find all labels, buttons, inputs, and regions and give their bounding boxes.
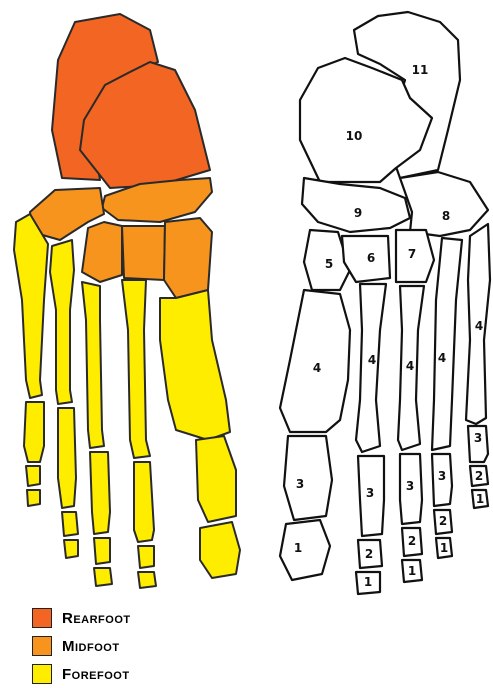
rearfoot-swatch (32, 608, 52, 628)
phalanx-2-proximal-colored (134, 462, 154, 542)
label-distal-phalanx-4: 1 (440, 541, 448, 555)
label-calcaneus: 11 (412, 63, 429, 77)
label-metatarsal-5: 4 (475, 319, 483, 333)
label-intermediate-cuneiform: 6 (367, 251, 375, 265)
phalanx-4-proximal-colored (58, 408, 76, 508)
label-proximal-phalanx-2: 3 (366, 486, 374, 500)
label-middle-phalanx-3: 2 (408, 534, 416, 548)
legend: Rearfoot Midfoot Forefoot (32, 604, 131, 688)
phalanx-2-middle-colored (138, 546, 154, 568)
label-metatarsal-2: 4 (368, 353, 376, 367)
label-middle-phalanx-4: 2 (439, 514, 447, 528)
phalanx-5-distal-colored (27, 490, 40, 506)
phalanx-5-proximal-colored (24, 402, 44, 462)
phalanx-5-middle-colored (26, 466, 40, 486)
metatarsal-3-colored (82, 282, 104, 448)
label-lateral-cuneiform: 7 (408, 247, 416, 261)
medial-cuneiform-colored (164, 218, 212, 298)
legend-item-midfoot: Midfoot (32, 632, 131, 660)
metatarsal-4-outline (432, 238, 462, 450)
navicular-outline (302, 178, 410, 232)
foot-skeleton-diagram: 11 10 9 8 5 6 7 4 4 4 4 4 3 3 3 3 3 1 2 … (0, 0, 493, 600)
intermediate-cuneiform-colored (122, 226, 165, 280)
lateral-cuneiform-colored (82, 222, 122, 282)
label-medial-cuneiform: 5 (325, 257, 333, 271)
forefoot-label: Forefoot (62, 666, 130, 683)
phalanx-4-distal-colored (64, 540, 78, 558)
cuboid-outline (400, 172, 488, 236)
midfoot-label: Midfoot (62, 638, 120, 655)
colored-foot (14, 14, 240, 588)
metatarsal-1-colored (160, 290, 230, 440)
phalanx-2-distal-colored (138, 572, 156, 588)
label-metatarsal-4: 4 (438, 351, 446, 365)
midfoot-swatch (32, 636, 52, 656)
rearfoot-label: Rearfoot (62, 610, 131, 627)
labeled-foot: 11 10 9 8 5 6 7 4 4 4 4 4 3 3 3 3 3 1 2 … (280, 12, 490, 594)
label-talus: 10 (346, 129, 363, 143)
forefoot-swatch (32, 664, 52, 684)
metatarsal-2-outline (356, 284, 386, 452)
phalanx-4-middle-colored (62, 512, 78, 536)
legend-item-forefoot: Forefoot (32, 660, 131, 688)
label-metatarsal-3: 4 (406, 359, 414, 373)
phalanx-1-proximal-outline (284, 436, 332, 520)
legend-item-rearfoot: Rearfoot (32, 604, 131, 632)
metatarsal-5-colored (14, 214, 48, 398)
label-proximal-phalanx-5: 3 (474, 431, 482, 445)
label-proximal-phalanx-3: 3 (406, 479, 414, 493)
metatarsal-4-colored (50, 240, 74, 404)
label-distal-phalanx-5: 1 (476, 492, 484, 506)
phalanx-1-distal-outline (280, 520, 330, 580)
phalanx-3-proximal-colored (90, 452, 110, 534)
phalanx-1-proximal-colored (196, 436, 236, 522)
label-distal-phalanx-3: 1 (408, 564, 416, 578)
phalanx-3-distal-colored (94, 568, 112, 586)
label-middle-phalanx-5: 2 (475, 469, 483, 483)
label-distal-phalanx-2: 1 (364, 575, 372, 589)
label-proximal-phalanx-4: 3 (438, 469, 446, 483)
label-navicular: 9 (354, 206, 362, 220)
label-proximal-phalanx-1: 3 (296, 477, 304, 491)
phalanx-1-distal-colored (200, 522, 240, 578)
metatarsal-2-colored (122, 280, 150, 458)
label-distal-phalanx-1: 1 (294, 541, 302, 555)
phalanx-3-middle-colored (94, 538, 110, 564)
label-metatarsal-1: 4 (313, 361, 321, 375)
label-cuboid: 8 (442, 209, 450, 223)
label-middle-phalanx-2: 2 (365, 547, 373, 561)
